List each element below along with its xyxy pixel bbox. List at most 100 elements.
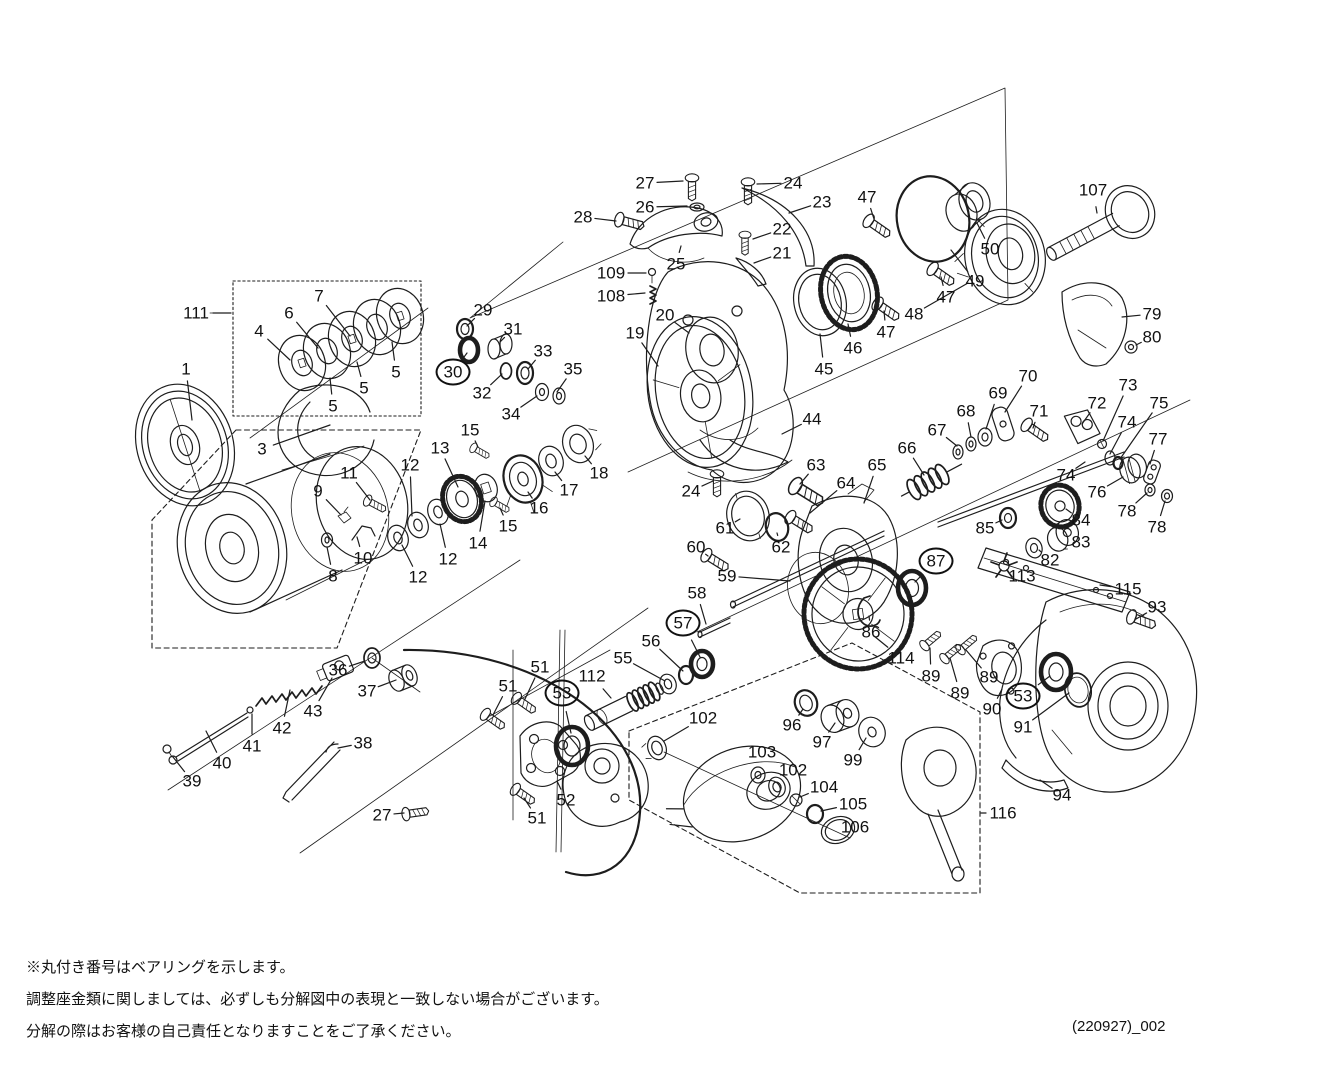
part-label-15: 15: [460, 420, 480, 440]
part-label-1: 1: [181, 359, 191, 379]
part-label-74: 74: [1117, 412, 1137, 432]
part-label-27: 27: [372, 805, 392, 825]
part-label-35: 35: [563, 359, 583, 379]
part-label-86: 86: [861, 622, 881, 642]
parts-right-rotor: [977, 547, 1198, 793]
part-label-102: 102: [688, 708, 718, 728]
part-label-52: 52: [556, 790, 576, 810]
part-clutch-48: [954, 208, 1046, 306]
part-label-13: 13: [430, 438, 450, 458]
part-label-90: 90: [982, 699, 1002, 719]
part-label-73: 73: [1118, 375, 1138, 395]
part-label-82: 82: [1040, 550, 1060, 570]
part-label-68: 68: [956, 401, 976, 421]
parts-12-to-15: [387, 441, 513, 552]
part-label-51: 51: [498, 676, 518, 696]
part-cover-79: [1061, 282, 1138, 367]
part-label-18: 18: [589, 463, 609, 483]
part-label-85: 85: [975, 518, 995, 538]
parts-52-to-57-112: [477, 648, 716, 809]
part-label-77: 77: [1148, 429, 1168, 449]
part-label-59: 59: [717, 566, 737, 586]
part-label-57: 57: [665, 609, 701, 637]
document-number: (220927)_002: [1072, 1018, 1166, 1035]
part-label-5: 5: [328, 396, 338, 416]
part-label-24: 24: [681, 481, 701, 501]
part-44: [699, 439, 789, 471]
part-label-22: 22: [772, 219, 792, 239]
part-label-93: 93: [1147, 597, 1167, 617]
part-label-53: 53: [1005, 682, 1041, 710]
part-label-51: 51: [530, 657, 550, 677]
part-label-8: 8: [328, 566, 338, 586]
part-screw-80: [1124, 340, 1138, 354]
part-label-28: 28: [573, 207, 593, 227]
part-label-31: 31: [503, 319, 523, 339]
box-111: [232, 280, 422, 417]
parts-16-to-18: [502, 424, 602, 513]
part-label-9: 9: [313, 481, 323, 501]
part-label-49: 49: [965, 271, 985, 291]
part-label-99: 99: [843, 750, 863, 770]
part-label-103: 103: [747, 742, 777, 762]
part-label-26: 26: [635, 197, 655, 217]
part-label-5: 5: [359, 378, 369, 398]
part-label-67: 67: [927, 420, 947, 440]
part-rotor-right: [1035, 589, 1198, 793]
part-label-75: 75: [1149, 393, 1169, 413]
part-label-51: 51: [527, 808, 547, 828]
part-label-115: 115: [1114, 579, 1142, 599]
part-label-16: 16: [529, 498, 549, 518]
part-drag-washers-4-7: [277, 287, 425, 392]
part-label-42: 42: [272, 718, 292, 738]
note-line-1: ※丸付き番号はベアリングを示します。: [26, 959, 295, 976]
part-label-83: 83: [1071, 532, 1091, 552]
part-label-91: 91: [1013, 717, 1033, 737]
part-label-62: 62: [771, 537, 791, 557]
part-label-97: 97: [812, 732, 832, 752]
part-label-40: 40: [212, 753, 232, 773]
part-label-58: 58: [687, 583, 707, 603]
part-label-32: 32: [472, 383, 492, 403]
part-label-46: 46: [843, 338, 863, 358]
part-drag-spring-3: [277, 384, 375, 477]
part-label-36: 36: [328, 660, 348, 680]
part-label-24: 24: [783, 173, 803, 193]
part-rod-38: [282, 741, 341, 803]
part-label-45: 45: [814, 359, 834, 379]
part-label-65: 65: [867, 455, 887, 475]
part-label-33: 33: [533, 341, 553, 361]
part-label-20: 20: [655, 305, 675, 325]
part-bail-wire: [402, 648, 642, 877]
part-body-65: [797, 495, 898, 624]
part-label-55: 55: [613, 648, 633, 668]
part-label-78: 78: [1117, 501, 1137, 521]
part-label-106: 106: [840, 817, 870, 837]
part-label-38: 38: [353, 733, 373, 753]
part-label-102: 102: [778, 760, 808, 780]
part-label-114: 114: [887, 648, 915, 668]
part-label-89: 89: [979, 667, 999, 687]
part-label-56: 56: [641, 631, 661, 651]
part-collar-50: [945, 182, 991, 232]
parts-45-to-50: [793, 175, 1046, 337]
part-label-4: 4: [254, 321, 264, 341]
part-label-79: 79: [1142, 304, 1162, 324]
part-label-7: 7: [314, 286, 324, 306]
part-label-23: 23: [812, 192, 832, 212]
part-label-41: 41: [242, 736, 262, 756]
part-label-47: 47: [876, 322, 896, 342]
part-label-3: 3: [257, 439, 267, 459]
part-label-17: 17: [559, 480, 579, 500]
part-label-48: 48: [904, 304, 924, 324]
part-label-89: 89: [950, 683, 970, 703]
part-oring-49: [895, 175, 971, 263]
part-label-29: 29: [473, 300, 493, 320]
part-label-53: 53: [544, 679, 580, 707]
parts-72-to-78: [937, 409, 1174, 528]
part-97: [820, 698, 860, 734]
part-handle-arm: [900, 726, 977, 817]
part-label-43: 43: [303, 701, 323, 721]
part-round-knob: [665, 745, 802, 843]
